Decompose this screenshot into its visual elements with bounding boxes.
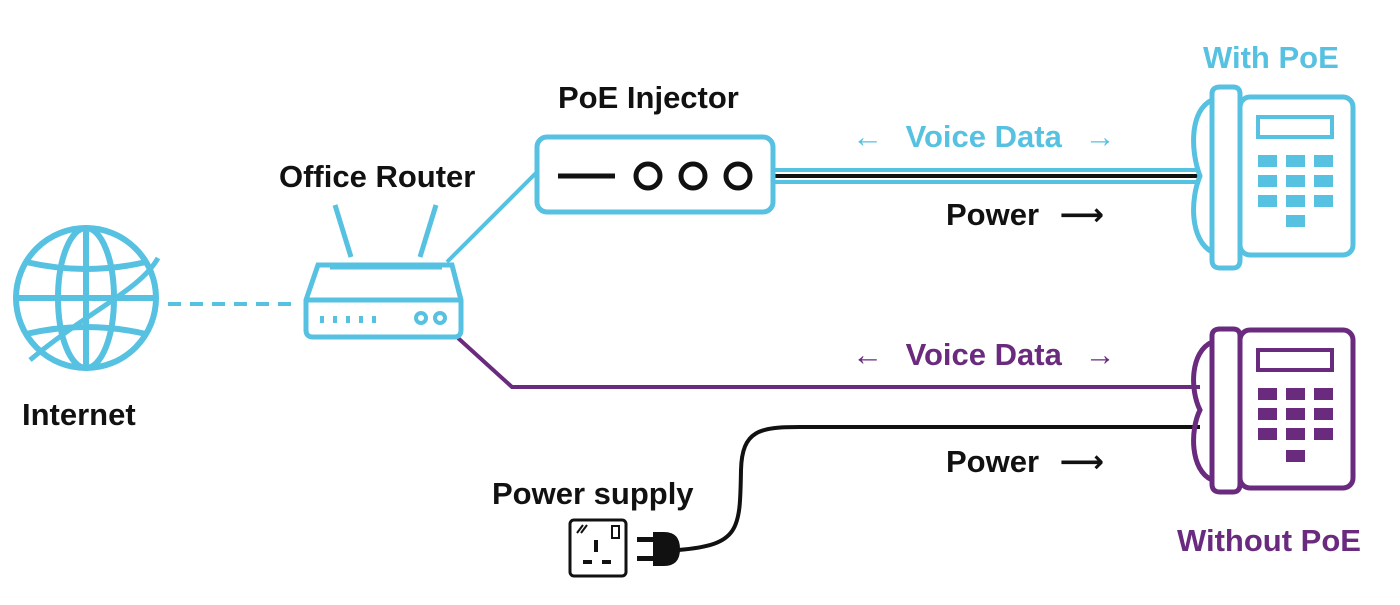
globe-icon bbox=[13, 225, 161, 371]
left-arrow-icon: ← bbox=[852, 119, 883, 154]
voice-data-top-row: ← Voice Data → bbox=[852, 121, 1115, 152]
router-icon bbox=[303, 204, 464, 340]
power-top-label: Power bbox=[946, 197, 1040, 232]
desk-phone-icon bbox=[1191, 84, 1356, 271]
right-arrow-icon: → bbox=[1084, 337, 1116, 372]
voice-data-bottom-row: ← Voice Data → bbox=[852, 339, 1115, 370]
power-supply-label: Power supply bbox=[492, 476, 694, 511]
desk-phone-icon bbox=[1191, 326, 1356, 495]
internet-label: Internet bbox=[22, 397, 136, 432]
power-bottom-label: Power bbox=[946, 444, 1040, 479]
power-cable bbox=[677, 425, 1200, 552]
router-injector-link bbox=[445, 170, 539, 264]
right-arrow-icon: → bbox=[1084, 119, 1116, 154]
without-poe-label: Without PoE bbox=[1177, 523, 1361, 558]
poe-injector-icon bbox=[534, 134, 776, 215]
power-socket-icon bbox=[568, 518, 628, 578]
power-plug-icon bbox=[637, 532, 680, 566]
left-arrow-icon: ← bbox=[852, 337, 883, 372]
voice-data-bottom-label: Voice Data bbox=[905, 337, 1062, 372]
power-top-row: Power ⟶ bbox=[946, 199, 1104, 230]
power-bottom-row: Power ⟶ bbox=[946, 446, 1104, 477]
right-arrow-icon: ⟶ bbox=[1059, 197, 1105, 232]
right-arrow-icon: ⟶ bbox=[1059, 444, 1105, 479]
router-phone-link bbox=[456, 336, 1200, 389]
injector-label: PoE Injector bbox=[558, 80, 739, 115]
voice-data-top-label: Voice Data bbox=[905, 119, 1062, 154]
with-poe-label: With PoE bbox=[1203, 40, 1339, 75]
router-label: Office Router bbox=[279, 159, 476, 194]
